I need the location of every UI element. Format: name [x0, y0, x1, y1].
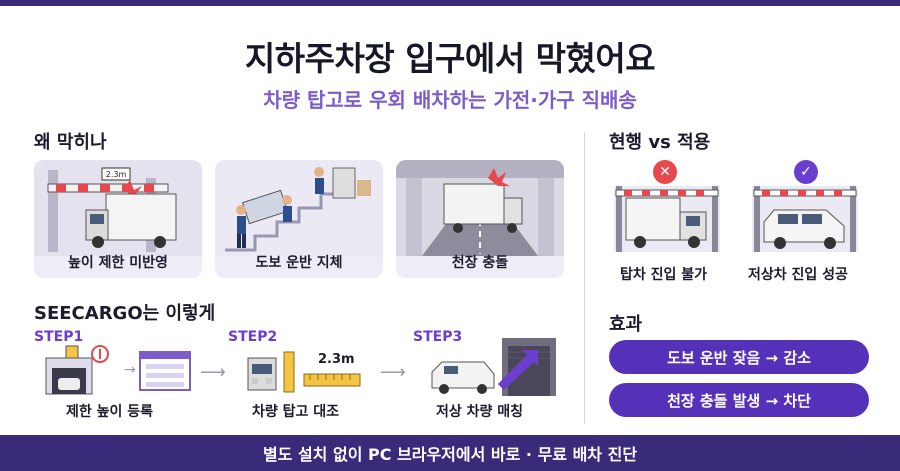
why-card-height-limit: 2.3m 높이 제한 미반영 [34, 160, 202, 278]
step1-caption: 제한 높이 등록 [66, 404, 154, 420]
van-entering-garage-icon [431, 338, 556, 396]
check-icon: ✓ [794, 160, 818, 184]
step2-caption: 차량 탑고 대조 [252, 404, 340, 420]
top-accent-bar [0, 0, 900, 6]
truck-height-measure-icon [247, 351, 361, 393]
effect-pill-label: 천장 충돌 발생 → 차단 [667, 391, 811, 410]
x-icon: ✕ [653, 160, 677, 184]
compare-label-current: 탑차 진입 불가 [620, 267, 708, 283]
why-card-walking-delay: 도보 운반 지체 [215, 160, 383, 278]
why-card-label: 높이 제한 미반영 [68, 255, 168, 271]
step3-caption: 저상 차량 매칭 [436, 404, 524, 420]
effect-pill-label: 도보 운반 잦음 → 감소 [667, 348, 811, 367]
why-card-label: 도보 운반 지체 [255, 255, 343, 271]
step-arrow-1: ⟶ [200, 362, 226, 383]
why-card-label: 천장 충돌 [451, 255, 509, 271]
footer-text: 별도 설치 없이 PC 브라우저에서 바로 · 무료 배차 진단 [262, 445, 638, 464]
truck-blocked-scene-icon [614, 186, 720, 252]
why-card-ceiling-collision: 천장 충돌 [396, 160, 564, 278]
measure-label: 2.3m [318, 352, 355, 367]
compare-heading: 현행 vs 적용 [609, 132, 711, 153]
column-divider [584, 132, 585, 424]
van-passing-scene-icon [752, 186, 858, 252]
parking-height-register-icon: → [45, 345, 191, 395]
why-heading: 왜 막히나 [34, 132, 107, 153]
page-subtitle: 차량 탑고로 우회 배차하는 가전·가구 직배송 [263, 88, 637, 112]
effect-pill-collision: 천장 충돌 발생 → 차단 [609, 383, 869, 417]
svg-text:→: → [124, 362, 136, 378]
effect-heading: 효과 [609, 314, 643, 335]
effect-pill-walking: 도보 운반 잦음 → 감소 [609, 340, 869, 374]
truck-ceiling-collision-icon [396, 160, 564, 256]
step1-label: STEP1 [34, 329, 84, 345]
step2-label: STEP2 [228, 329, 278, 345]
footer-banner: 별도 설치 없이 PC 브라우저에서 바로 · 무료 배차 진단 [0, 435, 900, 471]
truck-blocked-by-height-bar-icon [34, 160, 202, 256]
step3-label: STEP3 [413, 329, 463, 345]
page-title: 지하주차장 입구에서 막혔어요 [244, 39, 656, 78]
compare-label-applied: 저상차 진입 성공 [748, 267, 848, 283]
workers-carrying-stairs-icon [215, 160, 383, 256]
step-arrow-2: ⟶ [380, 362, 406, 383]
howto-heading: SEECARGO는 이렇게 [34, 303, 216, 324]
